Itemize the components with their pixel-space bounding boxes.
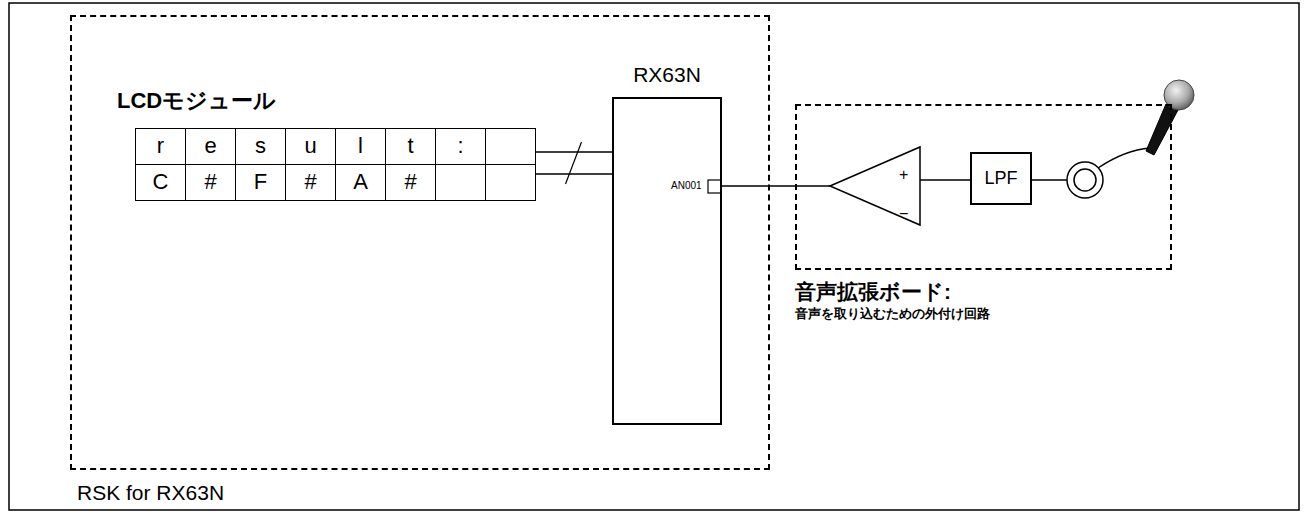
lcd-cell: # [185,164,236,201]
lcd-cell: e [185,128,236,165]
signal-wire [721,185,830,187]
node-subtitle: 音声を取り込むための外付け回路 [795,307,990,322]
bus-slash [566,142,582,184]
lcd-char: l [358,134,363,158]
lcd-char: r [157,134,164,158]
node-title: LPF [970,152,1032,205]
bus-line [535,173,612,175]
board-frame: RSK for RX63NLCDモジュールresult:C#F#A#RX63NA… [70,15,770,470]
jack-symbol [1067,162,1103,198]
lcd-module: LCDモジュール r e s u l t: C # F # A # [117,88,535,200]
lcd-cell: : [435,128,486,165]
signal-wire [920,179,970,181]
node-title: 音声拡張ボード: [795,280,951,304]
lcd-char: : [457,134,463,158]
lcd-char: C [153,170,169,194]
input-sign: − [899,205,908,223]
bus-line [535,151,612,153]
lcd-cell: s [235,128,286,165]
lcd-char: # [304,170,316,194]
lcd-cell: l [335,128,386,165]
lcd-cell: A [335,164,386,201]
mic-head [1164,80,1194,110]
lcd-char: # [204,170,216,194]
lcd-char: u [304,134,316,158]
lcd-char: s [255,134,266,158]
node-title: RSK for RX63N [77,481,224,505]
lcd-cell: C [135,164,186,201]
lcd-cell: t [385,128,436,165]
bus-connector [535,142,612,184]
pin-square [708,180,721,193]
outer-frame [9,3,1299,510]
lcd-cell: F [235,164,286,201]
lcd-cell [485,164,536,201]
input-sign: + [899,166,908,184]
lcd-cell: u [285,128,336,165]
lpf-box: LPF [970,152,1032,205]
lcd-char: # [404,170,416,194]
lcd-cell: # [385,164,436,201]
jack-symbol [1074,169,1096,191]
lcd-char: e [204,134,216,158]
lcd-cell [485,128,536,165]
node-title: LCDモジュール [117,88,276,113]
lcd-char: A [353,170,368,194]
lcd-cell: r [135,128,186,165]
mic-cable [1098,148,1150,168]
pin-name: AN001 [671,180,702,191]
audio-board: 音声拡張ボード:音声を取り込むための外付け回路LPF+− [795,104,1172,270]
lcd-char: F [254,170,267,194]
lcd-cell [435,164,486,201]
mcu-box: RX63NAN001 [612,97,722,425]
opamp-symbol [830,147,920,225]
mic-handle [1146,104,1178,155]
node-title: RX63N [612,63,722,87]
signal-wire [1032,179,1067,181]
lcd-char: t [407,134,413,158]
lcd-cell: # [285,164,336,201]
